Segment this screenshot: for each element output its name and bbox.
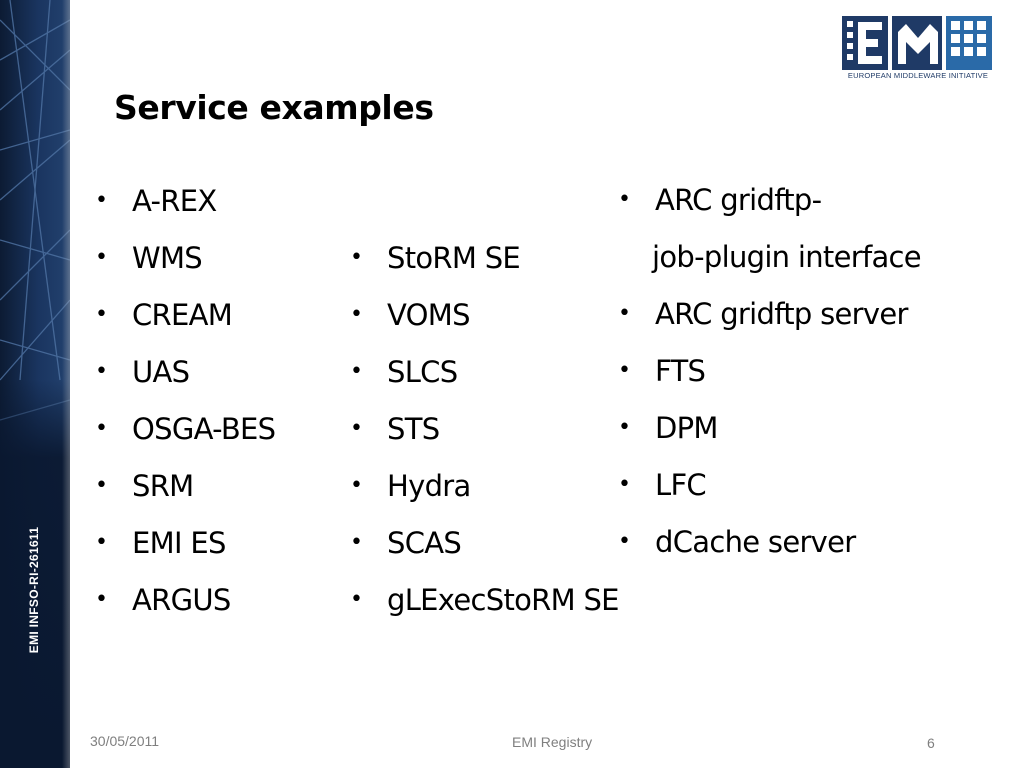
bullet-icon: • <box>95 530 108 555</box>
bullet-icon: • <box>618 529 631 554</box>
sidebar-edge <box>62 0 70 768</box>
sidebar-project-id: EMI INFSO-RI-261611 <box>27 526 41 654</box>
bullet-icon: • <box>350 473 363 498</box>
bullet-icon: • <box>350 302 363 327</box>
logo-caption: EUROPEAN MIDDLEWARE INITIATIVE <box>847 71 989 80</box>
footer-date: 30/05/2011 <box>90 733 160 749</box>
bullet-icon: • <box>95 473 108 498</box>
bullet-icon: • <box>95 245 108 270</box>
bullet-icon: • <box>350 416 363 441</box>
bullet-icon: • <box>95 188 108 213</box>
bullet-icon: • <box>618 415 631 440</box>
sidebar-fade <box>0 380 70 768</box>
bullet-icon: • <box>95 587 108 612</box>
bullet-icon: • <box>350 245 363 270</box>
slide-title: Service examples <box>114 88 434 127</box>
emi-logo <box>842 16 992 70</box>
bullet-icon: • <box>618 358 631 383</box>
page-number: 6 <box>927 735 935 751</box>
bullet-icon: • <box>618 472 631 497</box>
sidebar-band: EMI INFSO-RI-261611 <box>0 0 70 768</box>
footer-title: EMI Registry <box>512 734 593 750</box>
bullet-icon: • <box>95 416 108 441</box>
bullet-icon: • <box>618 301 631 326</box>
bullet-icon: • <box>350 587 363 612</box>
bullet-icon: • <box>350 530 363 555</box>
bullet-icon: • <box>350 359 363 384</box>
bullet-icon: • <box>618 187 631 212</box>
bullet-icon: • <box>95 302 108 327</box>
bullet-icon: • <box>95 359 108 384</box>
